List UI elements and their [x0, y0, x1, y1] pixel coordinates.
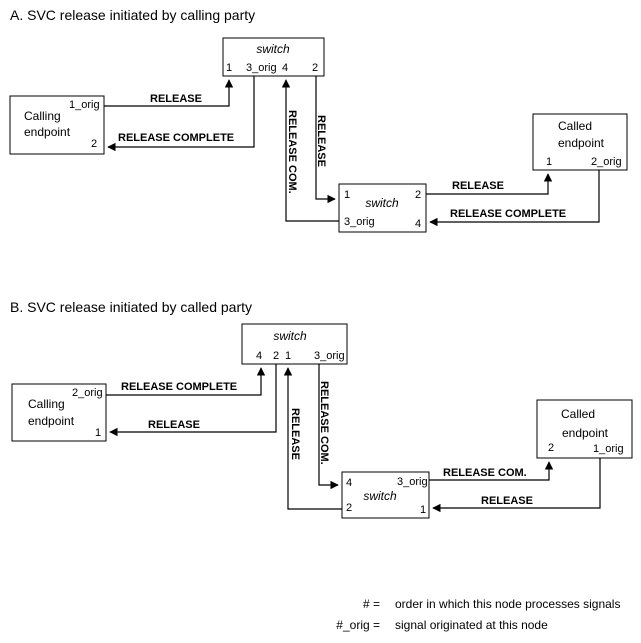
a-label-release-right: RELEASE	[452, 180, 504, 192]
a-switch-top-port-2: 2	[312, 62, 318, 74]
a-called-line2: endpoint	[558, 136, 605, 150]
b-label-release-com-right: RELEASE COM.	[443, 467, 527, 479]
legend-key-2: #_orig =	[336, 618, 380, 632]
b-arrow-release-right	[432, 458, 601, 513]
a-calling-port-orig: 1_orig	[69, 99, 100, 111]
a-label-release-vertical: RELEASE	[315, 115, 327, 167]
b-switch-mid-port-1: 1	[420, 504, 426, 516]
a-called-port-1: 1	[546, 156, 552, 168]
b-switch-mid-port-3orig: 3_orig	[397, 476, 428, 488]
b-label-release-right: RELEASE	[481, 495, 533, 507]
a-calling-endpoint: Calling endpoint 1_orig 2	[9, 95, 105, 155]
a-switch-top-name: switch	[256, 42, 290, 56]
b-switch-mid-port-4: 4	[346, 477, 352, 489]
a-switch-mid: switch 1 3_orig 2 4	[338, 183, 427, 233]
b-switch-mid: switch 4 3_orig 2 1	[341, 471, 430, 519]
a-label-release-complete-left: RELEASE COMPLETE	[118, 132, 234, 144]
a-calling-line2: endpoint	[24, 125, 71, 139]
b-called-port-orig: 1_orig	[593, 443, 624, 455]
section-b-title: B. SVC release initiated by called party	[10, 299, 252, 315]
a-switch-top-port-3orig: 3_orig	[246, 62, 277, 74]
b-arrow-release-complete-left	[106, 367, 266, 396]
b-calling-line2: endpoint	[28, 414, 75, 428]
b-label-release-vertical: RELEASE	[289, 408, 301, 460]
b-switch-top-port-1: 1	[285, 350, 291, 362]
b-called-endpoint: Called endpoint 2 1_orig	[536, 399, 633, 459]
a-arrow-release-com-vertical	[281, 79, 339, 222]
a-arrow-release-complete-left	[107, 76, 255, 152]
a-calling-port-2: 2	[91, 138, 97, 150]
b-arrow-release-com-vertical	[318, 364, 339, 490]
b-calling-port-orig: 2_orig	[72, 387, 103, 399]
b-called-line1: Called	[561, 407, 595, 421]
section-a-title: A. SVC release initiated by calling part…	[10, 7, 255, 23]
b-calling-line1: Calling	[28, 397, 65, 411]
b-called-port-2: 2	[548, 442, 554, 454]
b-label-release-complete-left: RELEASE COMPLETE	[121, 381, 237, 393]
b-switch-top-port-2: 2	[273, 350, 279, 362]
a-arrow-release-top	[104, 79, 234, 107]
a-label-release-top: RELEASE	[150, 93, 202, 105]
a-called-line1: Called	[558, 119, 592, 133]
a-switch-mid-port-1: 1	[344, 189, 350, 201]
legend: # = order in which this node processes s…	[336, 597, 620, 632]
legend-value-2: signal originated at this node	[395, 618, 548, 632]
a-called-port-orig: 2_orig	[591, 156, 622, 168]
b-calling-port-1: 1	[95, 427, 101, 439]
a-switch-top-port-4: 4	[282, 62, 288, 74]
b-arrow-release-left	[109, 364, 277, 437]
b-switch-top-name: switch	[273, 329, 307, 343]
a-calling-line1: Calling	[24, 109, 61, 123]
b-label-release-com-vertical: RELEASE COM.	[318, 381, 330, 465]
b-calling-endpoint: Calling endpoint 2_orig 1	[11, 383, 107, 442]
b-called-line2: endpoint	[562, 426, 609, 440]
b-switch-top-port-3orig: 3_orig	[314, 350, 345, 362]
a-switch-top: switch 1 3_orig 4 2	[222, 37, 325, 77]
legend-value-1: order in which this node processes signa…	[395, 597, 620, 611]
b-switch-top-port-4: 4	[256, 350, 262, 362]
a-arrow-release-vertical	[315, 76, 336, 204]
a-switch-mid-port-3orig: 3_orig	[344, 216, 375, 228]
a-switch-mid-name: switch	[365, 196, 399, 210]
b-switch-top: switch 4 2 1 3_orig	[241, 323, 348, 365]
b-arrow-release-com-right	[429, 461, 554, 481]
a-arrow-release-complete-right	[429, 170, 600, 227]
b-switch-mid-port-2: 2	[346, 502, 352, 514]
a-switch-top-port-1: 1	[226, 62, 232, 74]
a-switch-mid-port-4: 4	[415, 218, 421, 230]
b-switch-mid-name: switch	[363, 489, 397, 503]
a-arrow-release-right	[426, 173, 553, 195]
a-called-endpoint: Called endpoint 1 2_orig	[532, 113, 628, 171]
b-label-release-left: RELEASE	[148, 419, 200, 431]
a-switch-mid-port-2: 2	[415, 189, 421, 201]
legend-key-1: # =	[363, 597, 380, 611]
a-label-release-complete-right: RELEASE COMPLETE	[450, 208, 566, 220]
b-arrow-release-vertical	[283, 367, 342, 510]
a-label-release-com-vertical: RELEASE COM.	[286, 110, 298, 194]
